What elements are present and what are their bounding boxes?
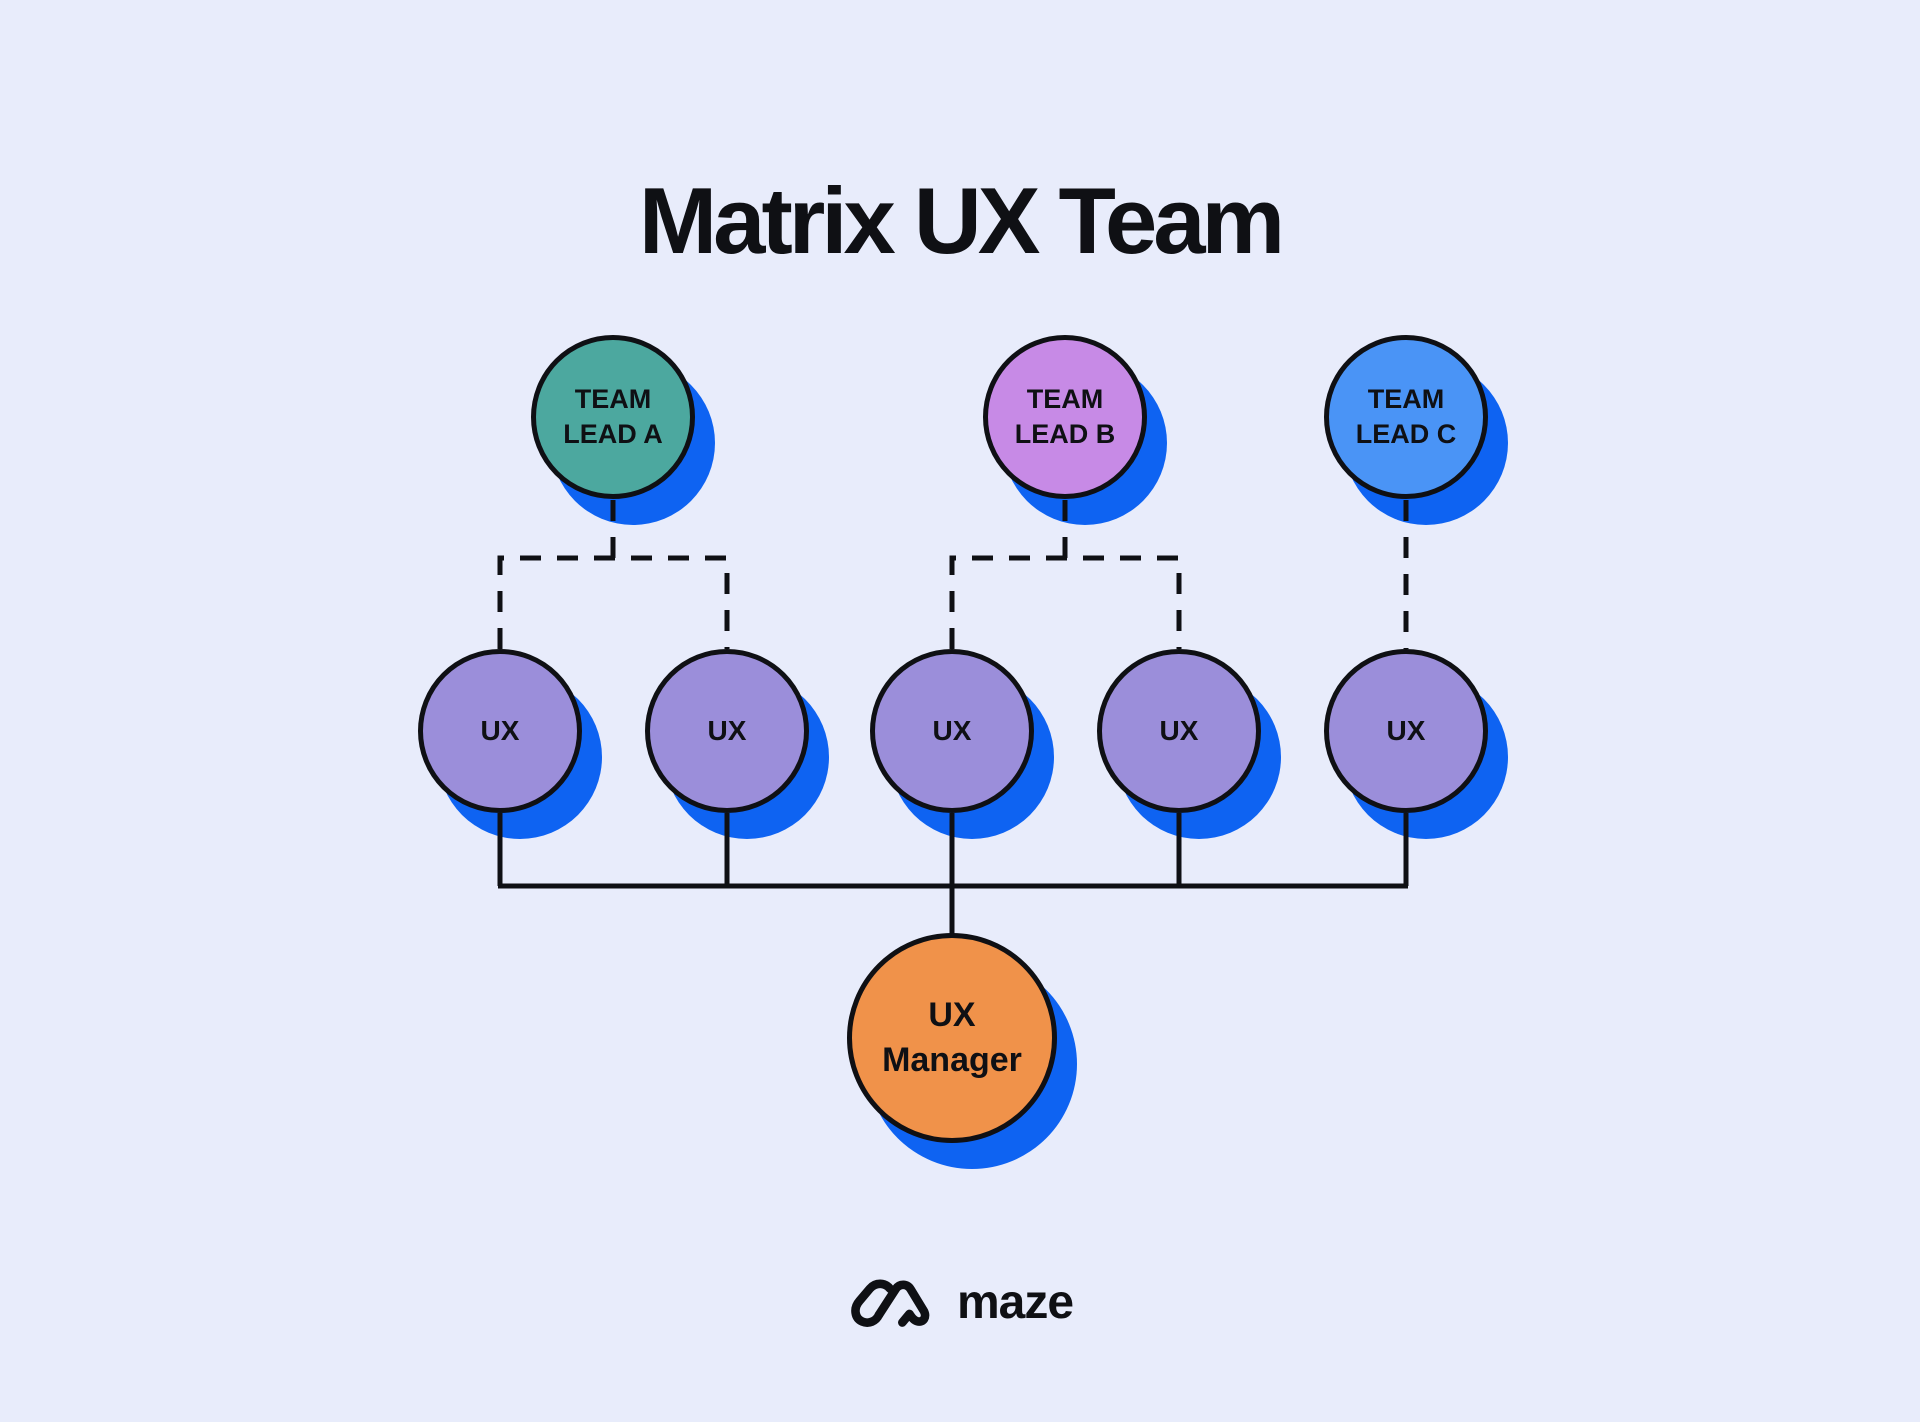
solid-link-bus — [497, 813, 1409, 934]
node-team-lead-a: TEAM LEAD A — [531, 335, 695, 499]
dashed-link-lead-b — [949, 500, 1182, 649]
node-label: UX — [1386, 715, 1426, 746]
node-team-lead-b: TEAM LEAD B — [983, 335, 1147, 499]
node-team-lead-c: TEAM LEAD C — [1324, 335, 1488, 499]
node-ux-4: UX — [1097, 649, 1261, 813]
node-ux-5: UX — [1324, 649, 1488, 813]
node-label: TEAM — [1367, 384, 1445, 414]
dashed-link-lead-a — [497, 500, 730, 649]
node-label: TEAM — [1026, 384, 1104, 414]
node-label: Manager — [882, 1041, 1022, 1079]
node-label: LEAD B — [1014, 419, 1116, 449]
node-label: UX — [707, 715, 747, 746]
node-label: TEAM — [574, 384, 652, 414]
node-label: LEAD C — [1355, 419, 1457, 449]
node-label: LEAD A — [563, 419, 663, 449]
maze-logo: maze — [847, 1274, 1074, 1330]
node-ux-manager: UX Manager — [847, 933, 1057, 1143]
maze-logo-icon — [847, 1274, 931, 1330]
node-label: UX — [1159, 715, 1199, 746]
node-ux-1: UX — [418, 649, 582, 813]
node-label: UX — [928, 996, 976, 1034]
page-title: Matrix UX Team — [638, 168, 1285, 273]
node-ux-3: UX — [870, 649, 1034, 813]
maze-logo-text: maze — [956, 1275, 1074, 1329]
node-label: UX — [480, 715, 520, 746]
node-label: UX — [932, 715, 972, 746]
node-ux-2: UX — [645, 649, 809, 813]
